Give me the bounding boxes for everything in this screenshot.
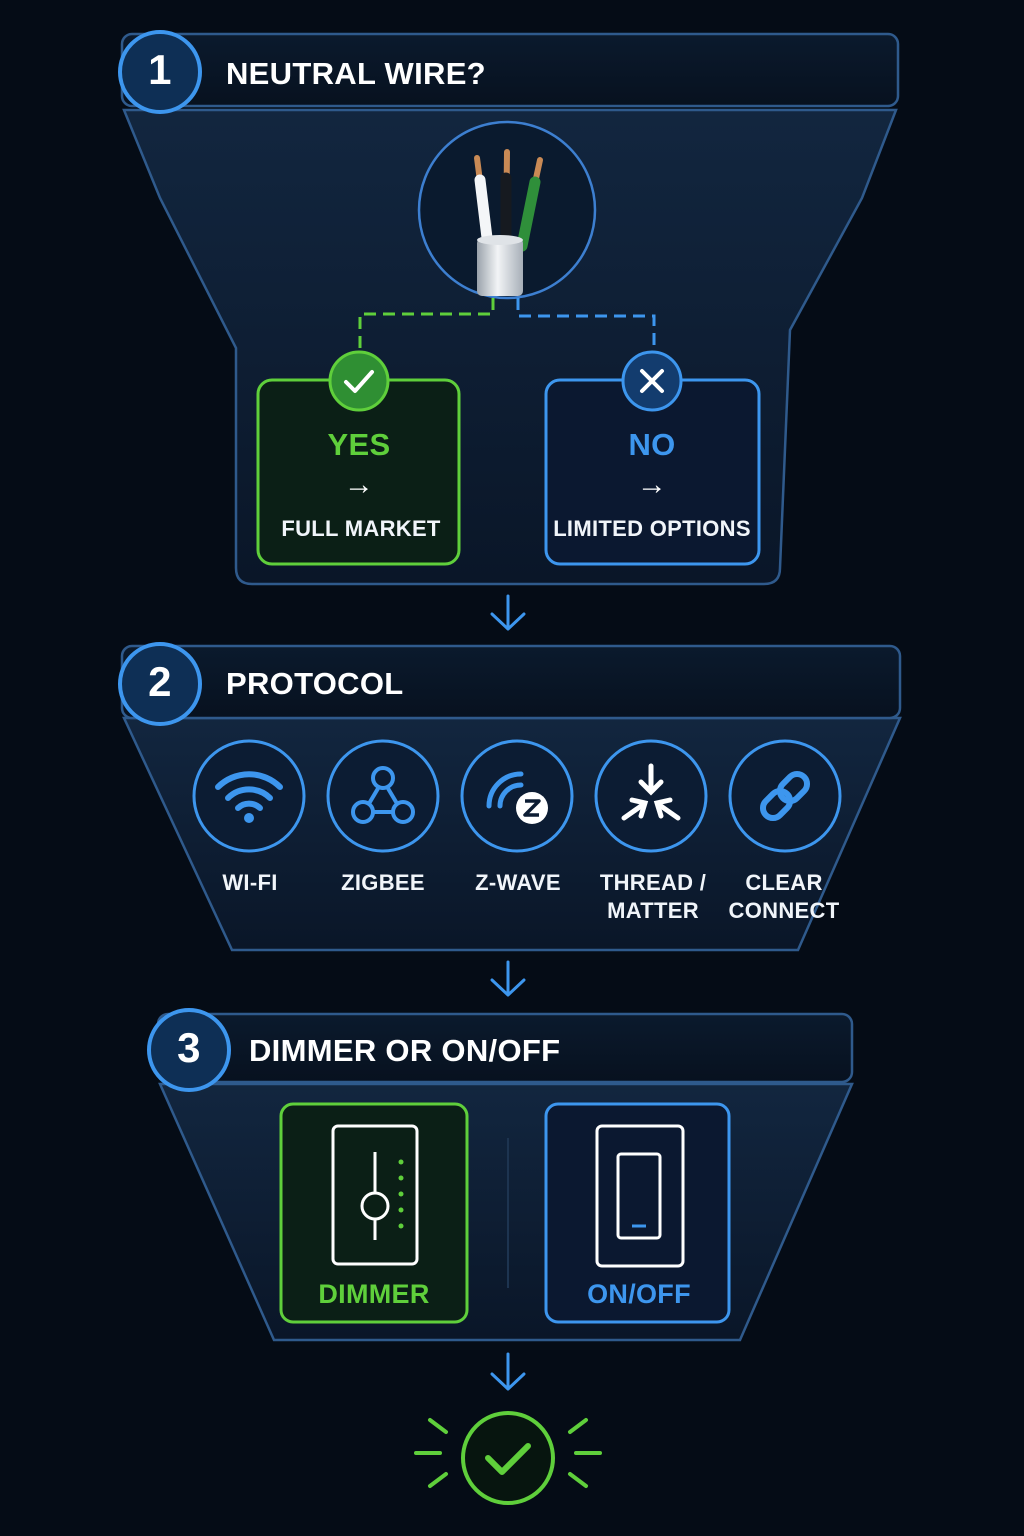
no-result: LIMITED OPTIONS	[553, 516, 751, 541]
step-1-number: 1	[148, 46, 172, 93]
dimmer-option-box	[279, 1102, 469, 1324]
dimmer-label: DIMMER	[318, 1279, 430, 1309]
onoff-label: ON/OFF	[587, 1279, 691, 1309]
protocol-zigbee-label: ZIGBEE	[341, 870, 425, 895]
yes-label: YES	[327, 427, 391, 462]
x-icon	[640, 369, 664, 393]
step-2-badge	[118, 642, 202, 726]
wifi-icon	[192, 739, 306, 853]
link-icon	[728, 739, 842, 853]
step-3-number: 3	[177, 1024, 201, 1071]
down-arrow-1	[490, 594, 526, 631]
check-icon	[344, 370, 374, 393]
yes-arrow: →	[343, 468, 375, 501]
zigbee-icon	[326, 739, 440, 853]
step-2-title: PROTOCOL	[226, 666, 404, 701]
down-arrow-2	[490, 960, 526, 997]
protocol-z-wave-label: Z-WAVE	[475, 870, 561, 895]
matter-icon	[594, 739, 708, 853]
step-2-number: 2	[148, 658, 172, 705]
no-label: NO	[628, 427, 676, 462]
protocol-thread-matter-label: THREAD /MATTER	[599, 870, 707, 923]
yes-result: FULL MARKET	[281, 516, 441, 541]
no-arrow: →	[636, 468, 668, 501]
protocol-wifi-label: WI-FI	[222, 870, 278, 895]
dimmer-switch-icon	[331, 1124, 419, 1266]
yes-option-box	[256, 350, 461, 566]
onoff-option-box	[544, 1102, 731, 1324]
z-wave-icon	[460, 739, 574, 853]
step-3-title: DIMMER OR ON/OFF	[249, 1033, 561, 1068]
step-3-badge	[147, 1008, 231, 1092]
step-1-badge	[118, 30, 202, 114]
step-1-title: NEUTRAL WIRE?	[226, 56, 486, 91]
no-option-box	[544, 350, 761, 566]
wire-icon	[417, 120, 597, 300]
step-1-panel	[120, 32, 900, 586]
final-check-icon	[414, 1411, 602, 1505]
down-arrow-3	[490, 1352, 526, 1391]
toggle-switch-icon	[595, 1124, 685, 1268]
